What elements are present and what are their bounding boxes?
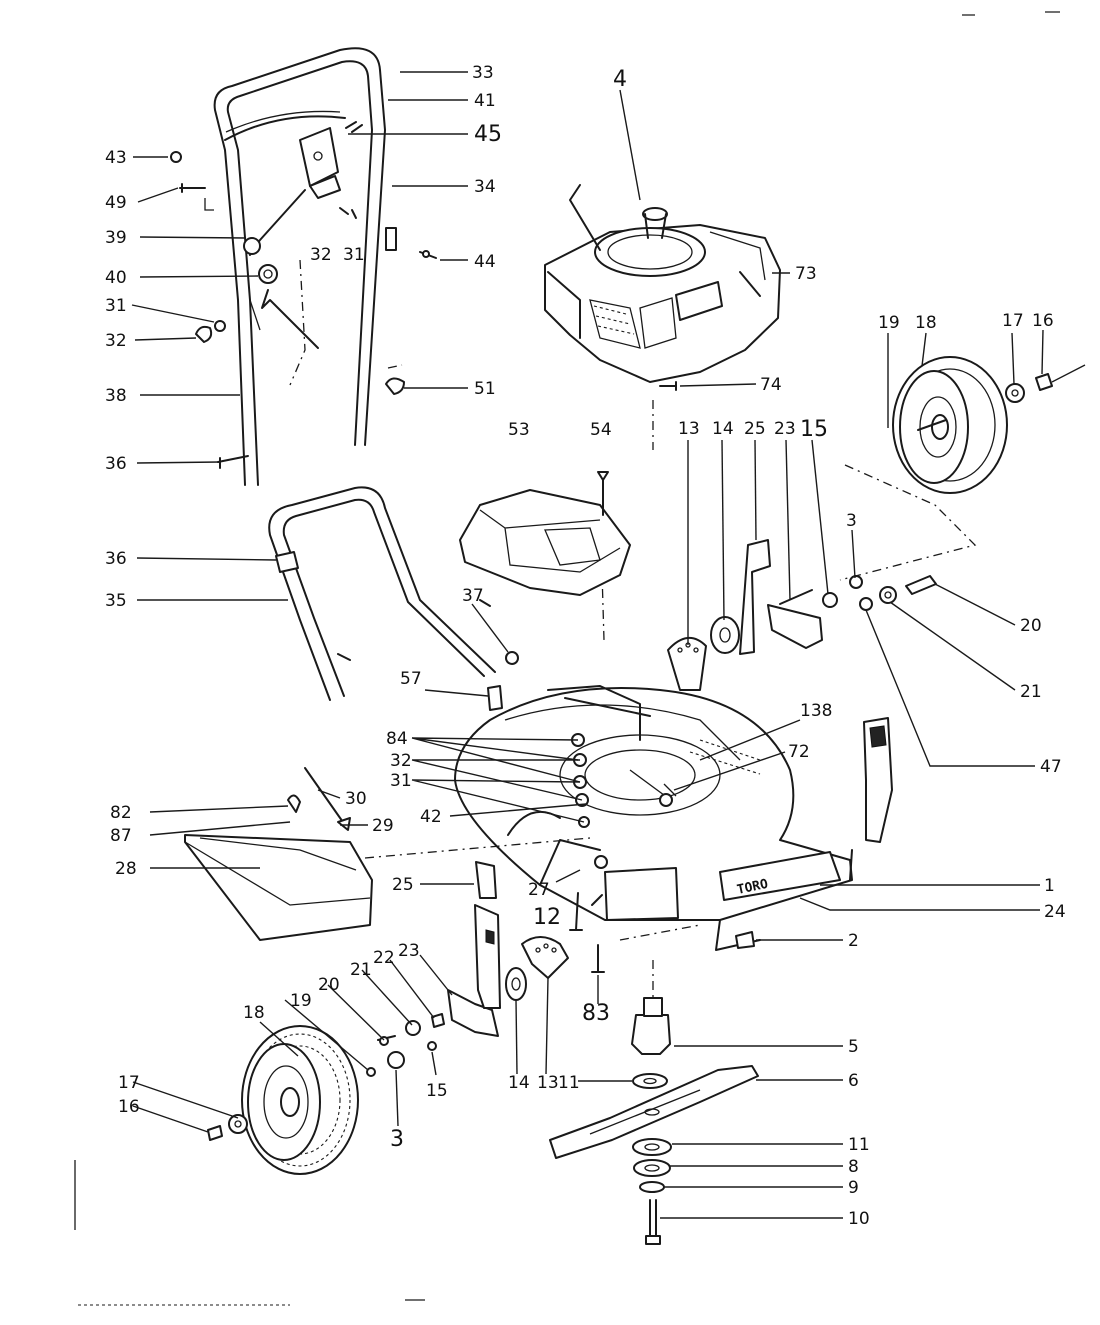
callout-9: 9 (848, 1178, 859, 1198)
callout-35: 35 (105, 591, 127, 611)
callout-14a: 14 (712, 419, 734, 439)
control-bracket-45 (299, 121, 363, 199)
callout-10: 10 (848, 1209, 870, 1229)
callout-32b: 32 (105, 331, 127, 351)
callout-18a: 18 (915, 313, 937, 333)
callout-6: 6 (848, 1071, 859, 1091)
callout-5a: 5 (848, 1037, 859, 1057)
callout-40: 40 (105, 268, 127, 288)
callout-82: 82 (110, 803, 132, 823)
blade-assembly (549, 997, 759, 1245)
callout-31b: 31 (105, 296, 127, 316)
upper-handle (213, 47, 386, 486)
callout-23a: 23 (774, 419, 796, 439)
callout-45: 45 (474, 122, 502, 147)
callout-1: 1 (1044, 876, 1055, 896)
callout-20b: 20 (318, 975, 340, 995)
deck-fasteners (487, 685, 755, 949)
callout-11b: 11 (848, 1135, 870, 1155)
callout-4: 4 (613, 67, 627, 92)
callout-32c: 32 (390, 751, 412, 771)
wheel-18b (241, 1025, 359, 1175)
callout-29: 29 (372, 816, 394, 836)
callout-25a: 25 (744, 419, 766, 439)
callout-30: 30 (345, 789, 367, 809)
callout-44: 44 (474, 252, 496, 272)
callout-19b: 19 (290, 991, 312, 1011)
callout-8: 8 (848, 1157, 859, 1177)
mower-deck-1 (454, 685, 893, 951)
callout-83: 83 (582, 1001, 610, 1026)
callout-43: 43 (105, 148, 127, 168)
callout-17a: 17 (1002, 311, 1024, 331)
callout-49: 49 (105, 193, 127, 213)
callout-33: 33 (472, 63, 494, 83)
callout-37: 37 (462, 586, 484, 606)
callout-13a: 13 (678, 419, 700, 439)
callout-34: 34 (474, 177, 496, 197)
grass-deflector-28 (184, 767, 373, 941)
callout-36b: 36 (105, 549, 127, 569)
callout-14b: 14 (508, 1073, 530, 1093)
callout-3b: 3 (390, 1127, 404, 1152)
callout-41: 41 (474, 91, 496, 111)
callout-57: 57 (400, 669, 422, 689)
callout-16b: 16 (118, 1097, 140, 1117)
callout-3a: 3 (846, 511, 857, 531)
callout-24: 24 (1044, 902, 1066, 922)
right-wheel-hardware (667, 364, 1086, 691)
callout-21a: 21 (1020, 682, 1042, 702)
callout-20a: 20 (1020, 616, 1042, 636)
callout-32a: 32 (310, 245, 332, 265)
scan-marks (74, 11, 1060, 1306)
callout-54: 54 (590, 420, 612, 440)
handle-hardware (170, 151, 437, 469)
engine-73 (544, 184, 781, 391)
callout-18b: 18 (243, 1003, 265, 1023)
brand-text: TORO (736, 877, 770, 898)
callout-16a: 16 (1032, 311, 1054, 331)
callout-28: 28 (115, 859, 137, 879)
leader-lines (131, 71, 1044, 1219)
callout-12: 12 (533, 905, 561, 930)
callout-31a: 31 (343, 245, 365, 265)
lower-handle-35 (268, 486, 519, 701)
callout-51: 51 (474, 379, 496, 399)
wheel-18a (892, 356, 1008, 494)
callout-72: 72 (788, 742, 810, 762)
left-wheel-hardware (207, 855, 608, 1141)
callout-2: 2 (848, 931, 859, 951)
callout-73: 73 (795, 264, 817, 284)
callout-22: 22 (373, 948, 395, 968)
callout-27: 27 (528, 880, 550, 900)
callout-39: 39 (105, 228, 127, 248)
callout-42: 42 (420, 807, 442, 827)
callout-17b: 17 (118, 1073, 140, 1093)
callout-13b: 13 (537, 1073, 559, 1093)
callout-138: 138 (800, 701, 832, 721)
callout-19a: 19 (878, 313, 900, 333)
callout-53: 53 (508, 420, 530, 440)
callout-25b: 25 (392, 875, 414, 895)
engine-cover-53 (459, 471, 631, 596)
callout-87: 87 (110, 826, 132, 846)
callout-15a: 15 (800, 417, 828, 442)
callout-11a: 11 (558, 1073, 580, 1093)
callout-38a: 38 (105, 386, 127, 406)
callout-47: 47 (1040, 757, 1062, 777)
callout-31c: 31 (390, 771, 412, 791)
callout-36a: 36 (105, 454, 127, 474)
brand-plate: TORO (736, 877, 770, 898)
callout-23b: 23 (398, 941, 420, 961)
control-lever-39 (243, 189, 319, 386)
callout-84: 84 (386, 729, 408, 749)
callout-labels: 33 41 45 43 34 49 39 32 31 44 40 31 32 3… (105, 63, 1066, 1229)
callout-15b: 15 (426, 1081, 448, 1101)
callout-74: 74 (760, 375, 782, 395)
callout-21b: 21 (350, 960, 372, 980)
